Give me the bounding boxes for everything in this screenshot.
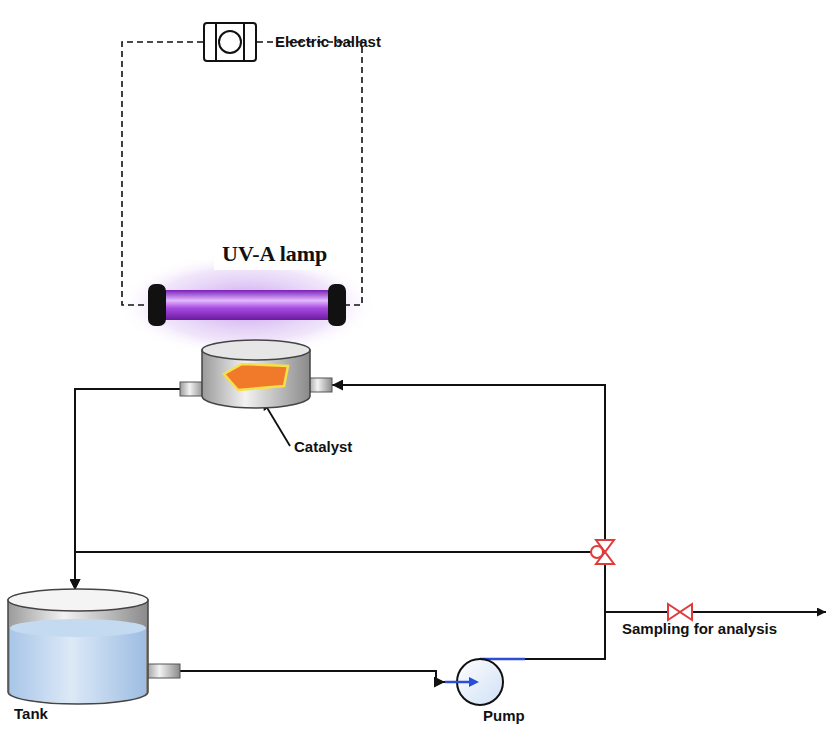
node-label: Pump xyxy=(483,707,525,725)
pump-inlet xyxy=(445,681,471,684)
ballast-symbol-outline xyxy=(203,22,257,62)
lamp-cap xyxy=(148,284,166,326)
tank-body xyxy=(8,600,148,704)
sampling-valve xyxy=(668,604,692,620)
reactor-top xyxy=(202,340,310,360)
power-wire xyxy=(122,42,203,305)
outlet-nozzle xyxy=(146,664,180,678)
node-label: UV-A lamp xyxy=(214,238,335,270)
catalyst-plate xyxy=(224,364,288,390)
flow-pipe xyxy=(75,552,605,659)
tank-water xyxy=(10,628,146,703)
pump: Pump xyxy=(445,652,525,708)
three-way-valve xyxy=(591,540,614,564)
sampling-line xyxy=(605,611,826,613)
inlet-nozzle xyxy=(180,382,204,396)
flow-pipe xyxy=(75,389,180,590)
valve-body xyxy=(680,604,692,620)
water-surface xyxy=(10,619,146,637)
tank-rim xyxy=(8,589,148,611)
node-label: Catalyst xyxy=(294,438,352,456)
lamp-cap xyxy=(328,284,346,326)
tank: Tank xyxy=(8,588,180,708)
flow-pipe xyxy=(332,385,605,659)
uv-lamp: UV-A lamp xyxy=(148,282,346,328)
ballast-box xyxy=(204,23,256,61)
node-label: Tank xyxy=(14,705,48,723)
outlet-nozzle xyxy=(308,378,332,392)
ballast-bar xyxy=(243,23,245,61)
tank-outline xyxy=(8,588,180,708)
lamp-tube xyxy=(160,290,334,320)
annotation-label: Sampling for analysis xyxy=(622,620,777,638)
ballast-symbol: Electric ballast xyxy=(203,22,257,62)
ballast-bar xyxy=(215,23,217,61)
ballast-coil xyxy=(219,31,241,53)
pump-inlet-head xyxy=(469,677,479,687)
pump-outline xyxy=(445,652,525,708)
photoreactor: Catalyst xyxy=(180,338,332,410)
flow-pipe xyxy=(180,671,445,682)
valve-port xyxy=(591,546,603,558)
node-label: Electric ballast xyxy=(275,33,381,51)
uv-lamp-outline xyxy=(148,282,346,328)
photoreactor-outline xyxy=(180,338,332,410)
